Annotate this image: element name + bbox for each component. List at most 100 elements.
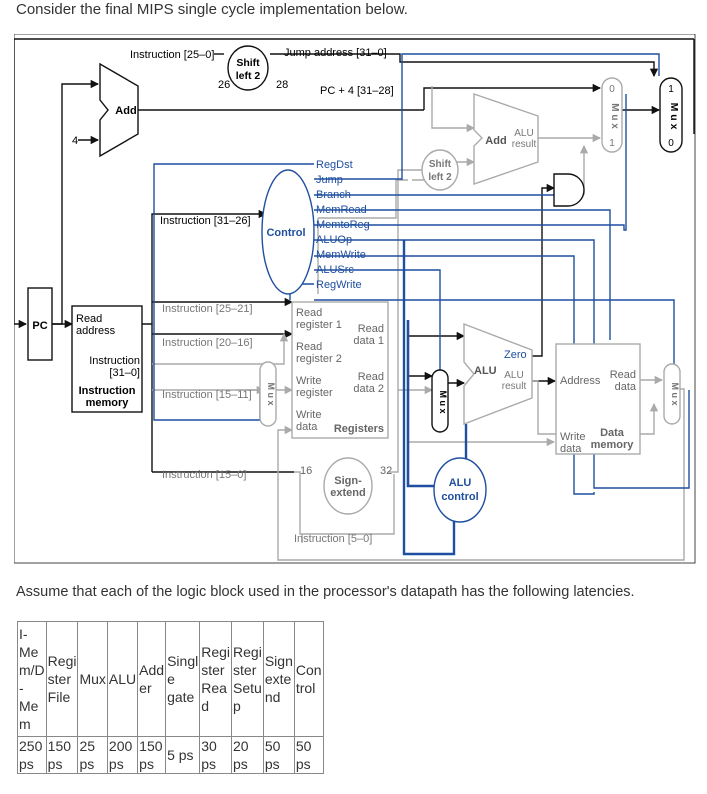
header-line: Regi bbox=[201, 644, 231, 660]
control-signal-alusrc: ALUSrc bbox=[316, 264, 354, 276]
alu-result-label-1: ALU bbox=[504, 370, 523, 381]
bits-28-label: 28 bbox=[276, 79, 288, 91]
intro-text: Consider the final MIPS single cycle imp… bbox=[16, 1, 408, 18]
pc-register bbox=[27, 287, 53, 361]
sign-extend bbox=[323, 457, 373, 515]
value-line: ps bbox=[139, 756, 154, 772]
instruction-memory bbox=[71, 305, 143, 413]
header-cell: Mux bbox=[77, 621, 108, 737]
header-line: nd bbox=[264, 689, 281, 705]
pc-label: PC bbox=[32, 320, 47, 332]
registers-label: Registers bbox=[334, 423, 384, 435]
value-line: 25 bbox=[79, 738, 96, 754]
value-line: ps bbox=[19, 756, 34, 772]
jump-address-label: Jump address [31–0] bbox=[284, 47, 387, 59]
control-signal-memwrite: MemWrite bbox=[316, 249, 366, 261]
jump-shift-left-2 bbox=[227, 45, 269, 91]
value-line: ps bbox=[233, 756, 248, 772]
header-line: Regi bbox=[233, 644, 262, 660]
header-line: m bbox=[19, 716, 31, 732]
memtoreg-mux bbox=[663, 363, 681, 425]
jump-shift-label-2: left 2 bbox=[236, 70, 261, 82]
dmem-write-a: Write bbox=[560, 431, 585, 443]
imem-name-2: memory bbox=[86, 397, 130, 409]
reg-wdata-a: Write bbox=[296, 409, 321, 421]
bits-32-label: 32 bbox=[380, 465, 392, 477]
dmem-read-a: Read bbox=[610, 369, 636, 381]
bits-16-label: 16 bbox=[300, 465, 312, 477]
instr-20-16-label: Instruction [20–16] bbox=[162, 337, 253, 349]
control-signal-memtoreg: MemtoReg bbox=[316, 219, 370, 231]
branch-adder-result-1: ALU bbox=[514, 128, 533, 139]
header-line: Con bbox=[295, 662, 322, 678]
mips-datapath-diagram: PC Add 4 Instruction [25–0] Shift left 2… bbox=[14, 34, 696, 564]
const-four: 4 bbox=[72, 135, 78, 147]
latency-description: Assume that each of the logic block used… bbox=[16, 584, 635, 600]
imem-name-1: Instruction bbox=[79, 385, 136, 397]
control-unit bbox=[261, 169, 315, 295]
header-line: Me bbox=[19, 698, 39, 714]
header-line: Singl bbox=[167, 653, 199, 669]
dmem-name-2: memory bbox=[591, 439, 635, 451]
branch-mux bbox=[601, 77, 623, 153]
regdst-mux-label: M u x bbox=[266, 382, 276, 405]
register-file bbox=[291, 301, 389, 439]
alu-control-label-2: control bbox=[441, 491, 478, 503]
jump-mux-label: M u x bbox=[668, 103, 680, 130]
reg-wdata-b: data bbox=[296, 421, 318, 433]
reg-read1-a: Read bbox=[296, 307, 322, 319]
alusrc-mux bbox=[431, 369, 449, 433]
branch-shift-label-2: left 2 bbox=[428, 172, 452, 183]
regdst-mux bbox=[259, 361, 277, 427]
reg-write-b: register bbox=[296, 387, 333, 399]
value-line: ps bbox=[201, 756, 217, 772]
jump-mux-0: 0 bbox=[668, 138, 674, 149]
pc4-label: PC + 4 [31–28] bbox=[320, 85, 394, 97]
reg-read2-b: register 2 bbox=[296, 353, 342, 365]
branch-adder bbox=[473, 93, 539, 185]
header-line: Setu bbox=[233, 680, 262, 696]
header-line: Add bbox=[139, 662, 165, 678]
bits-26-label: 26 bbox=[218, 79, 230, 91]
instr-31-26-label: Instruction [31–26] bbox=[160, 215, 251, 227]
value-line: 20 bbox=[233, 738, 249, 754]
header-line: m/D bbox=[19, 662, 45, 678]
jump-shift-label-1: Shift bbox=[236, 57, 260, 69]
control-signal-aluop: ALUOp bbox=[316, 234, 352, 246]
header-line: d bbox=[201, 698, 210, 714]
branch-mux-0: 0 bbox=[609, 84, 615, 95]
branch-mux-label: M u x bbox=[609, 103, 620, 129]
value-line: ps bbox=[79, 756, 95, 772]
branch-mux-1: 1 bbox=[609, 138, 615, 149]
control-signal-branch: Branch bbox=[316, 189, 351, 201]
header-line: - bbox=[19, 680, 24, 696]
sign-extend-label-2: extend bbox=[330, 487, 365, 499]
instr-25-0-label: Instruction [25–0] bbox=[130, 49, 214, 61]
header-line: ster bbox=[201, 662, 225, 678]
sign-extend-label-1: Sign- bbox=[334, 475, 362, 487]
value-line: ps bbox=[108, 756, 124, 772]
diagram-frame bbox=[14, 34, 696, 564]
header-line: ALU bbox=[108, 671, 137, 687]
value-line: ps bbox=[295, 756, 311, 772]
instr-15-0-label: Instruction [15–0] bbox=[162, 469, 246, 481]
main-alu bbox=[463, 322, 533, 426]
header-line: ster bbox=[233, 662, 257, 678]
reg-data2-b: data 2 bbox=[353, 383, 384, 395]
value-cell: 5 ps bbox=[165, 736, 201, 774]
header-line: Rea bbox=[201, 680, 227, 696]
